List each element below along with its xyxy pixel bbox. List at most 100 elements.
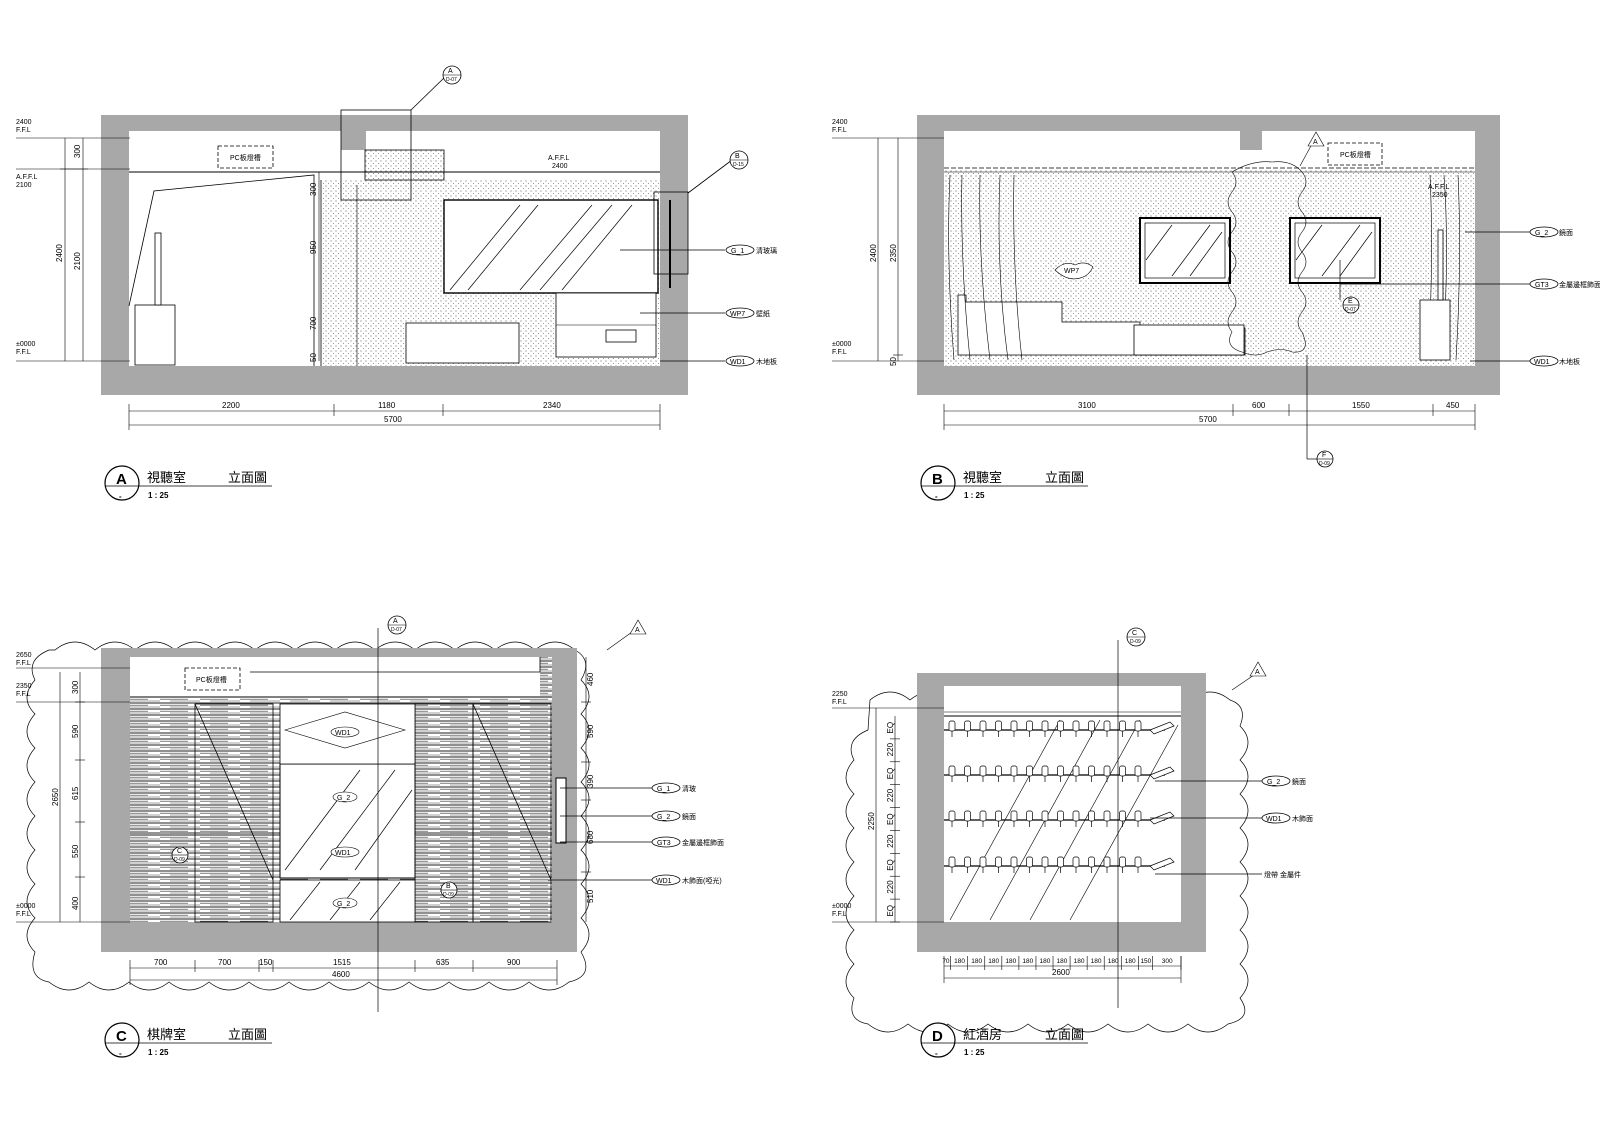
level-value: 2250 <box>832 691 848 698</box>
tag-code: WD1 <box>730 359 746 366</box>
panel-title: 棋牌室 <box>147 1027 186 1042</box>
level-unit: 2100 <box>16 182 32 189</box>
tag-wd1: WD1 木地板 <box>725 355 777 367</box>
wine-racks <box>944 720 1175 873</box>
hdim: 150 <box>259 958 273 967</box>
tag-code: G_2 <box>657 814 670 821</box>
panel-sub: - <box>935 492 938 501</box>
htotal: 5700 <box>1199 415 1217 424</box>
htotal: 4600 <box>332 970 350 979</box>
callout-c-top: C <box>1132 630 1137 637</box>
hdim: 3100 <box>1078 401 1096 410</box>
inner-level-unit: 2350 <box>1432 192 1448 199</box>
htotal: 2600 <box>1052 968 1070 977</box>
hdim: 180 <box>1057 958 1068 965</box>
panel-b: A PC板燈槽 WP7 E D-07 F D-09 A.F.F.L 2350 G… <box>832 115 1600 501</box>
panel-letter: A <box>116 471 127 488</box>
tag-text: 鏡面 <box>1292 777 1306 786</box>
vdim: EQ <box>886 859 895 871</box>
hdim: 1550 <box>1352 401 1370 410</box>
panel-tag: G_2 <box>337 901 350 908</box>
tag-text: 金屬邊框飾面 <box>1559 280 1600 289</box>
level-unit: F.F.L <box>16 349 31 356</box>
vdim: 2400 <box>55 244 64 262</box>
tag-text: 木飾面(啞光) <box>682 876 722 885</box>
tag-code: GT3 <box>657 840 671 847</box>
vdim: 2400 <box>869 244 878 262</box>
tag-code: G_1 <box>657 786 670 793</box>
tag-text: 壁紙 <box>756 309 770 318</box>
panel-scale: 1 : 25 <box>148 491 169 500</box>
callout-b-bottom: D-15 <box>733 162 744 168</box>
tag-code: WD1 <box>656 878 672 885</box>
hdim: 180 <box>1125 958 1136 965</box>
tag-code: WP7 <box>730 311 745 318</box>
callout-a-bottom: D-07 <box>446 77 457 83</box>
hdim: 180 <box>1005 958 1016 965</box>
callout-e-top: E <box>1348 298 1353 305</box>
level-value: 2650 <box>16 652 32 659</box>
vdim: EQ <box>886 768 895 780</box>
panel-title: 紅酒房 <box>963 1027 1002 1042</box>
callout-a-top: A <box>393 618 398 625</box>
hdim: 700 <box>218 958 232 967</box>
hdim: 700 <box>154 958 168 967</box>
callout-b-top: B <box>446 883 451 890</box>
tag-wd1: WD1 木地板 <box>1529 355 1580 367</box>
tag-g1: G_1 清玻璃 <box>725 244 777 256</box>
callout-a-top: A <box>1255 669 1260 676</box>
hdim: 1515 <box>333 958 351 967</box>
tag-g2: G_2 鏡面 <box>1261 775 1306 787</box>
panel-title: 視聽室 <box>963 470 1002 485</box>
vdim: 220 <box>886 834 895 848</box>
box-label: PC板燈槽 <box>230 153 261 162</box>
panel-tag: WD1 <box>335 850 351 857</box>
panel-tag: WD1 <box>335 730 351 737</box>
panel-b-title: B - 視聽室 立面圖 1 : 25 <box>920 465 1088 501</box>
tag-gt3: GT3 金屬邊框飾面 <box>651 836 724 848</box>
panel-sub: - <box>119 492 122 501</box>
vdim: 615 <box>71 786 80 800</box>
callout-c-cloud: A <box>635 627 640 634</box>
vdim: 220 <box>886 880 895 894</box>
tag-wp7: WP7 壁紙 <box>725 307 770 319</box>
level-value: A.F.F.L <box>16 174 38 181</box>
level-value: ±0000 <box>832 903 852 910</box>
vdim: 220 <box>886 742 895 756</box>
vdim: 460 <box>586 672 595 686</box>
hdim: 180 <box>971 958 982 965</box>
vtotal: 2250 <box>867 812 876 830</box>
hdim: 150 <box>1140 958 1151 965</box>
tag-code: WD1 <box>1534 359 1550 366</box>
tag-text: 金屬邊框飾面 <box>682 838 724 847</box>
hdim: 180 <box>1022 958 1033 965</box>
tag-text: 清玻璃 <box>756 246 777 255</box>
level-unit: F.F.L <box>16 691 31 698</box>
hdim: 180 <box>1074 958 1085 965</box>
vdim: EQ <box>886 722 895 734</box>
level-unit: F.F.L <box>832 699 847 706</box>
hdim: 180 <box>1039 958 1050 965</box>
panel-tag: G_2 <box>337 795 350 802</box>
panel-c-title: C - 棋牌室 立面圖 1 : 25 <box>104 1022 272 1058</box>
inner-level-value: A.F.F.L <box>548 155 570 162</box>
inner-level-value: A.F.F.L <box>1428 184 1450 191</box>
hdim: 70 <box>942 958 950 965</box>
panel-letter: C <box>116 1028 127 1045</box>
hdim: 600 <box>1252 401 1266 410</box>
wall-tag: WP7 <box>1064 268 1079 275</box>
level-value: 2400 <box>832 119 848 126</box>
tag-g1: G_1 清玻 <box>651 782 696 794</box>
vdim: 400 <box>71 896 80 910</box>
vdim: 2100 <box>73 252 82 270</box>
vdim: 510 <box>586 889 595 903</box>
panel-scale: 1 : 25 <box>148 1048 169 1057</box>
hdim: 900 <box>507 958 521 967</box>
tag-code: WD1 <box>1266 816 1282 823</box>
vdim: 590 <box>586 724 595 738</box>
panel-letter: B <box>932 471 943 488</box>
panel-letter: D <box>932 1028 943 1045</box>
tag-g2: G_2 鏡面 <box>651 810 696 822</box>
